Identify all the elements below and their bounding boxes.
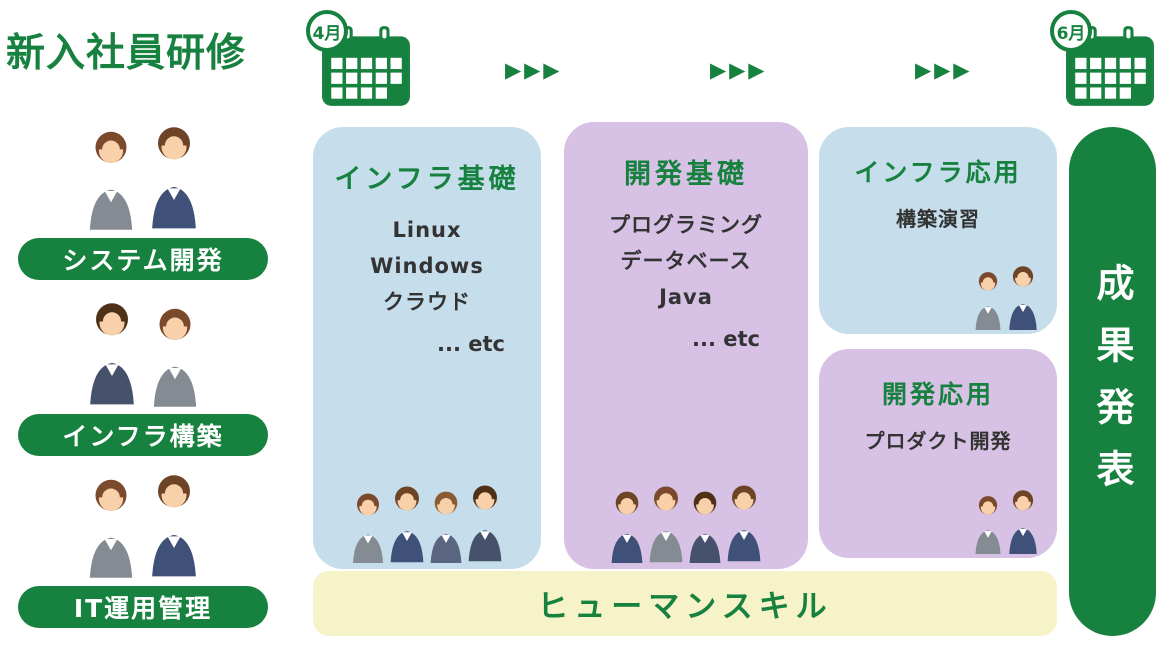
timeline-arrow-icon: ▶▶▶ xyxy=(710,58,768,82)
course-item-list: Linux Windows クラウド xyxy=(313,212,541,320)
person-icon xyxy=(80,474,142,580)
course-item: クラウド xyxy=(383,290,471,314)
course-subtitle: 構築演習 xyxy=(896,207,980,231)
people-illustration xyxy=(564,481,808,563)
course-item: データベース xyxy=(620,249,752,273)
course-item: Java xyxy=(659,285,713,309)
people-illustration xyxy=(80,466,206,580)
course-box-infra-basic: インフラ基礎 Linux Windows クラウド ... etc xyxy=(313,127,541,569)
person-icon xyxy=(80,126,142,232)
people-illustration xyxy=(971,264,1041,330)
course-item: Linux xyxy=(392,218,462,242)
etc-label: ... etc xyxy=(692,327,760,351)
course-title: 開発基礎 xyxy=(624,159,748,190)
human-skill-bar: ヒューマンスキル xyxy=(313,571,1057,636)
timeline-arrow-icon: ▶▶▶ xyxy=(915,58,973,82)
result-presentation-bar: 成果発表 xyxy=(1069,127,1156,636)
etc-label: ... etc xyxy=(437,332,505,356)
people-illustration xyxy=(971,488,1041,554)
role-group-infra-construction: インフラ構築 xyxy=(14,294,272,456)
role-group-it-operations: IT運用管理 xyxy=(14,466,272,628)
month-badge-june: 6月 xyxy=(1050,10,1092,52)
person-icon xyxy=(1002,264,1044,330)
person-icon xyxy=(142,120,206,232)
course-box-dev-advanced: 開発応用 プロダクト開発 xyxy=(819,349,1057,558)
person-icon xyxy=(1002,488,1044,554)
person-icon xyxy=(142,468,206,580)
course-subtitle: プロダクト開発 xyxy=(864,429,1012,453)
course-box-dev-basic: 開発基礎 プログラミング データベース Java ... etc xyxy=(564,122,808,569)
role-label-infra-construction: インフラ構築 xyxy=(18,414,268,456)
role-label-it-operations: IT運用管理 xyxy=(18,586,268,628)
course-title: インフラ基礎 xyxy=(334,164,520,195)
course-title: インフラ応用 xyxy=(854,158,1022,187)
people-illustration xyxy=(313,481,541,563)
calendar-june: 6月 xyxy=(1050,8,1156,108)
timeline-arrow-icon: ▶▶▶ xyxy=(505,58,563,82)
person-icon xyxy=(461,481,509,563)
people-illustration xyxy=(80,118,206,232)
person-icon xyxy=(80,296,144,408)
course-box-infra-advanced: インフラ応用 構築演習 xyxy=(819,127,1057,334)
month-badge-april: 4月 xyxy=(306,10,348,52)
course-title: 開発応用 xyxy=(881,380,994,409)
calendar-april: 4月 xyxy=(306,8,412,108)
course-item: Windows xyxy=(370,254,484,278)
page-title: 新入社員研修 xyxy=(6,31,247,76)
course-item-list: プログラミング データベース Java xyxy=(564,207,808,315)
person-icon xyxy=(144,304,206,408)
role-group-system-development: システム開発 xyxy=(14,118,272,280)
course-item: プログラミング xyxy=(609,213,763,237)
role-label-system-development: システム開発 xyxy=(18,238,268,280)
person-icon xyxy=(720,481,768,563)
people-illustration xyxy=(80,294,206,408)
